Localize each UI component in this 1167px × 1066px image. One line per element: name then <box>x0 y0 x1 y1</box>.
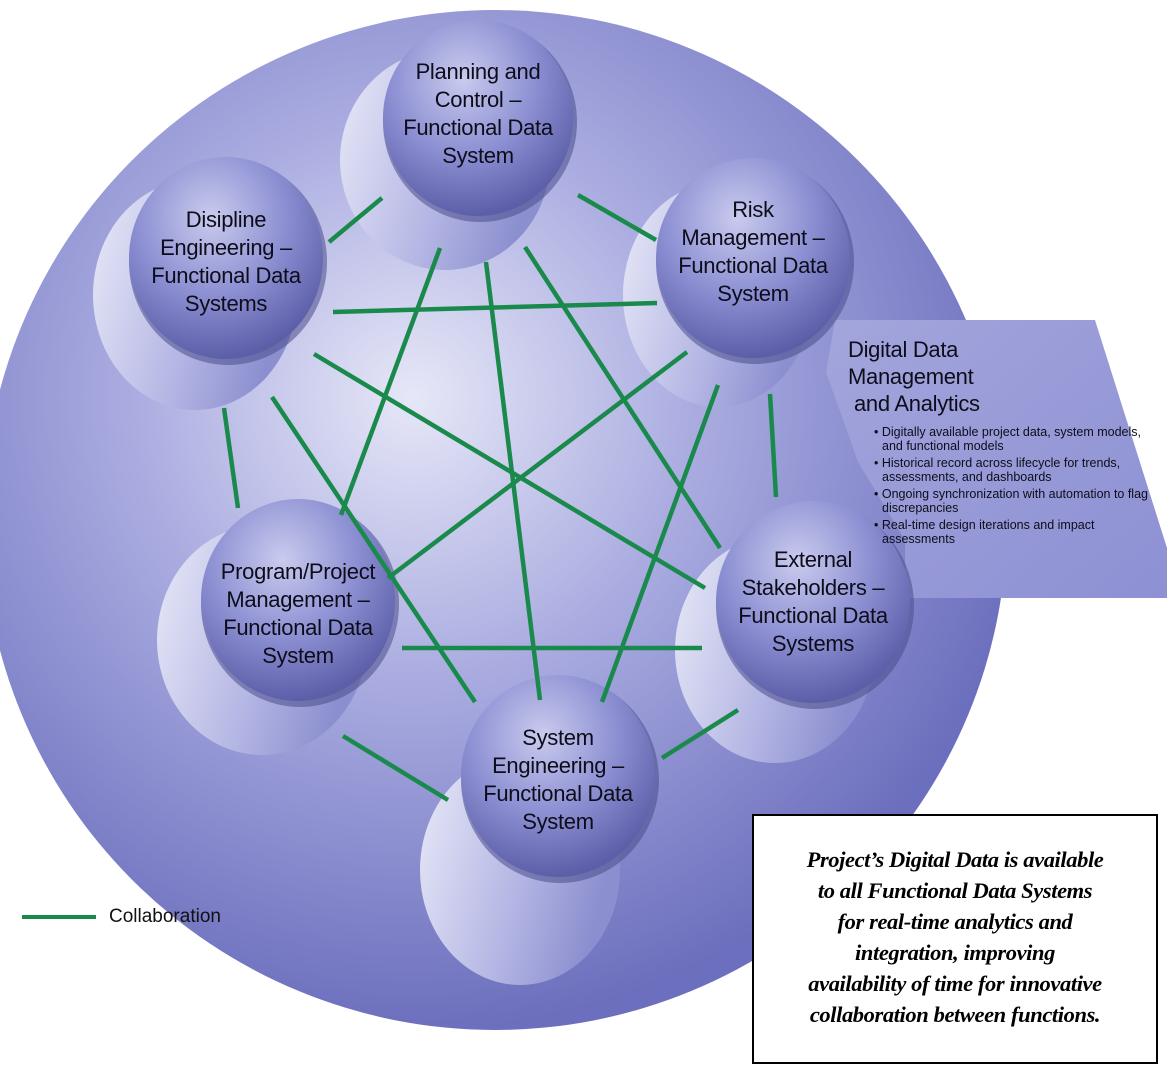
node-system-shape <box>420 675 659 985</box>
collaboration-link <box>767 393 779 498</box>
node-label-line: Functional Data <box>403 115 553 140</box>
node-label-line: Stakeholders – <box>741 575 885 600</box>
node-risk-shape <box>623 158 854 407</box>
collaboration-link <box>338 247 443 516</box>
callout-title-line: Digital Data <box>848 337 959 362</box>
node-label-line: System <box>262 643 334 668</box>
node-label-line: Control – <box>434 87 522 112</box>
node-label-line: Functional Data <box>483 781 633 806</box>
statement-line: collaboration between functions. <box>809 1002 1101 1027</box>
statement-box: Project’s Digital Data is available to a… <box>752 814 1158 1064</box>
node-label-line: Engineering – <box>492 753 624 778</box>
node-label-line: System <box>442 143 514 168</box>
callout-bullet: Historical record across lifecycle for t… <box>874 456 1148 484</box>
callout-bullet: Ongoing synchronization with automation … <box>874 487 1148 515</box>
statement-text: Project’s Digital Data is available to a… <box>754 816 1156 1030</box>
callout-bullet-list: Digitally available project data, system… <box>848 425 1148 546</box>
node-label-line: External <box>773 547 853 572</box>
collaboration-link <box>386 350 689 580</box>
node-label-line: Disipline <box>185 207 267 232</box>
collaboration-link <box>221 407 241 509</box>
node-risk-label[interactable]: Risk Management – Functional Data System <box>653 196 853 308</box>
node-discipline-label[interactable]: Disipline Engineering – Functional Data … <box>126 206 326 318</box>
node-label-line: Management – <box>681 225 825 250</box>
collaboration-link <box>312 352 707 590</box>
node-label-line: Functional Data <box>738 603 888 628</box>
node-external-shape <box>675 501 914 763</box>
callout-title-line: Management <box>848 364 974 389</box>
node-label-line: Systems <box>184 291 268 316</box>
collaboration-link <box>332 300 658 315</box>
node-label-line: Functional Data <box>223 615 373 640</box>
statement-line: Project’s Digital Data is available <box>806 847 1104 872</box>
callout-title-line: and Analytics <box>854 391 980 416</box>
collaboration-link <box>341 734 450 802</box>
statement-line: to all Functional Data Systems <box>817 878 1093 903</box>
node-label-line: Risk <box>732 197 774 222</box>
node-label-line: Management – <box>226 587 370 612</box>
node-label-line: System <box>717 281 789 306</box>
node-external-label[interactable]: External Stakeholders – Functional Data … <box>713 546 913 658</box>
node-label-line: Functional Data <box>678 253 828 278</box>
legend-line-swatch <box>22 915 96 919</box>
node-label-line: Planning and <box>415 59 541 84</box>
collaboration-links <box>221 193 779 802</box>
node-label-line: Engineering – <box>160 235 292 260</box>
node-program-shape <box>157 499 399 755</box>
node-program-label[interactable]: Program/Project Management – Functional … <box>198 558 398 670</box>
node-label-line: Functional Data <box>151 263 301 288</box>
node-system-label[interactable]: System Engineering – Functional Data Sys… <box>458 724 658 836</box>
collaboration-link <box>660 708 740 760</box>
collaboration-link <box>270 395 477 704</box>
statement-line: for real-time analytics and <box>837 909 1073 934</box>
node-label-line: System <box>522 725 594 750</box>
statement-line: integration, improving <box>855 940 1055 965</box>
collaboration-link <box>327 196 384 244</box>
node-planning-label[interactable]: Planning and Control – Functional Data S… <box>378 58 578 170</box>
node-discipline-shape <box>93 157 327 410</box>
callout-text: Digital Data Management and Analytics Di… <box>848 336 1148 549</box>
legend-label: Collaboration <box>109 906 221 927</box>
node-label-line: System <box>522 809 594 834</box>
callout-bullet: Real-time design iterations and impact a… <box>874 518 1148 546</box>
node-label-line: Systems <box>771 631 855 656</box>
callout-bullet: Digitally available project data, system… <box>874 425 1148 453</box>
node-planning-shape <box>340 20 577 270</box>
statement-line: availability of time for innovative <box>808 971 1102 996</box>
callout-title: Digital Data Management and Analytics <box>848 336 1148 417</box>
collaboration-link <box>576 193 658 242</box>
node-label-line: Program/Project <box>220 559 376 584</box>
collaboration-link <box>523 245 722 550</box>
